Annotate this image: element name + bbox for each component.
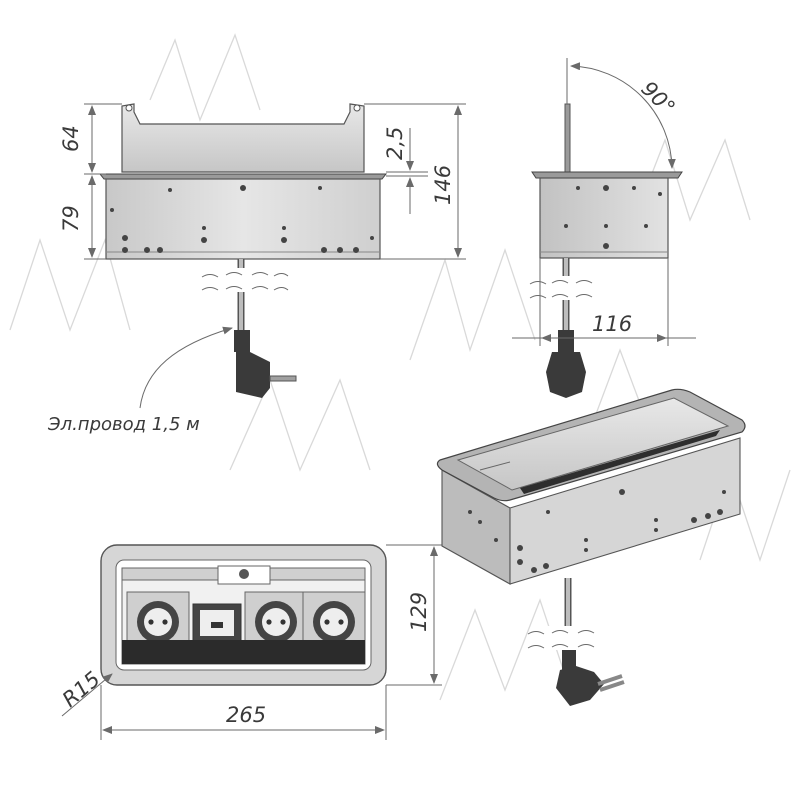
front-view-dimensions: 64 79 2,5 146: [59, 103, 466, 260]
dim-79: 79: [59, 205, 83, 232]
dim-64: 64: [59, 125, 83, 152]
dim-r15: R15: [58, 667, 105, 712]
dim-90-deg: 90°: [636, 77, 679, 120]
cable-label: Эл.провод 1,5 м: [47, 414, 200, 435]
dim-146: 146: [431, 165, 455, 205]
socket-2: [244, 591, 308, 643]
usb-module: [192, 603, 242, 643]
dim-116: 116: [592, 312, 632, 336]
cable-callout: Эл.провод 1,5 м: [47, 326, 233, 435]
front-view: [98, 103, 388, 398]
isometric-view: [436, 388, 746, 706]
socket-1: [126, 591, 190, 643]
dim-2-5: 2,5: [383, 127, 407, 160]
side-view: 90° 116: [512, 58, 696, 398]
dim-129: 129: [407, 592, 431, 632]
socket-3: [302, 591, 366, 643]
top-view: [100, 544, 387, 686]
dim-265: 265: [226, 703, 266, 727]
